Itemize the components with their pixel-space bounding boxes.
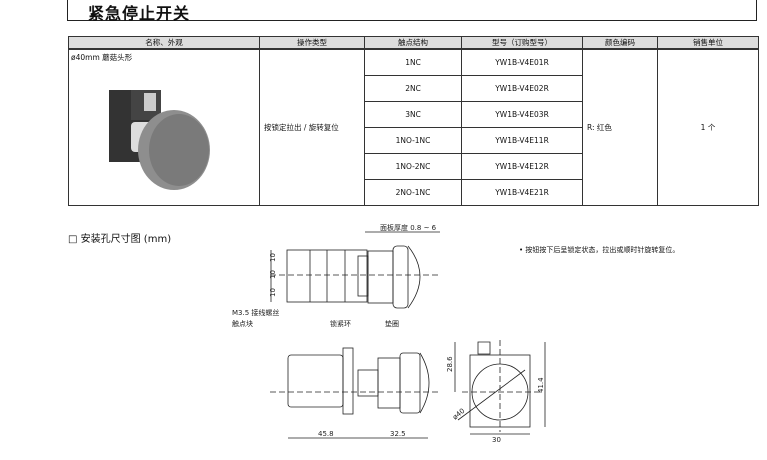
pitch-label: 10 [269, 270, 277, 279]
lock-ring-label: 锁紧环 [330, 319, 351, 328]
col-header: 颜色编码 [582, 36, 658, 50]
col-header: 销售单位 [657, 36, 759, 50]
title-box: 紧急停止开关 [67, 0, 757, 23]
dim-label: ø40 [451, 407, 466, 422]
dim-label: 28.6 [446, 356, 454, 372]
model-number: YW1B-V4E12R [461, 153, 583, 180]
col-header: 名称、外观 [68, 36, 260, 50]
model-number: YW1B-V4E21R [461, 179, 583, 206]
contacts: 2NO-1NC [364, 179, 462, 206]
note: • 按钮按下后呈锁定状态，拉出或顺时针旋转复位。 [519, 246, 680, 254]
section-title: □ 安装孔尺寸图 (mm) [68, 234, 172, 245]
dim-label: 30 [492, 436, 501, 444]
front-view [454, 340, 546, 435]
screw-label: M3.5 接线螺丝 [232, 308, 279, 317]
pitch-label: 10 [269, 288, 277, 297]
product-name-cell: ø40mm 蘑菇头形 [68, 48, 260, 206]
col-header: 型号（订购型号） [461, 36, 583, 50]
contacts: 1NC [364, 48, 462, 76]
product-table: 名称、外观 操作类型 触点结构 型号（订购型号） 颜色编码 销售单位 ø40mm… [68, 36, 759, 206]
dim-label: 32.5 [390, 430, 406, 438]
side-view-top [270, 245, 440, 309]
dim-label: 45.8 [318, 430, 334, 438]
pitch-label: 10 [269, 253, 277, 262]
contacts: 2NC [364, 75, 462, 102]
col-header: 操作类型 [259, 36, 365, 50]
model-number: YW1B-V4E02R [461, 75, 583, 102]
sales-unit: 1 个 [657, 48, 759, 206]
product-name: ø40mm 蘑菇头形 [71, 53, 133, 62]
gasket-label: 垫圈 [385, 319, 399, 328]
panel-thickness-label: 面板厚度 0.8 ~ 6 [380, 223, 437, 232]
contacts: 1NO-1NC [364, 127, 462, 154]
dim-label: 41.4 [537, 377, 545, 393]
page-title: 紧急停止开关 [88, 4, 191, 23]
contact-block-label: 触点块 [232, 319, 253, 328]
color-code: R: 红色 [582, 48, 658, 206]
product-photo [109, 90, 210, 190]
col-header: 触点结构 [364, 36, 462, 50]
side-view-bottom [270, 347, 440, 439]
